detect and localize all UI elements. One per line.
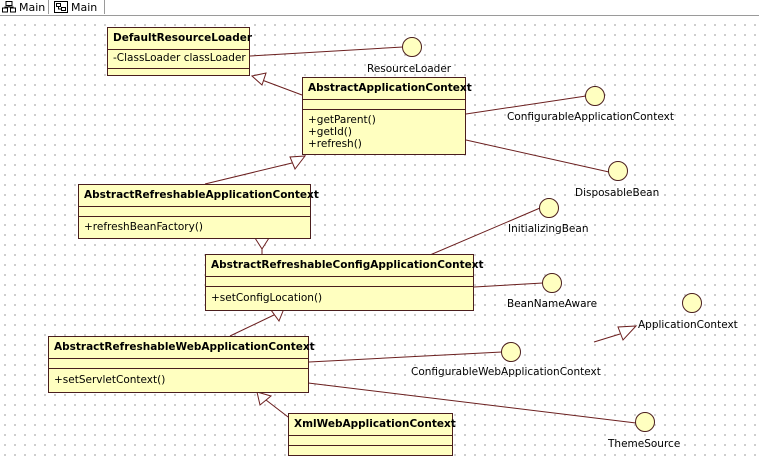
interface-label: ThemeSource [608, 438, 681, 450]
class-operations-empty [108, 69, 249, 75]
link-webcontext-configcontext [229, 313, 277, 337]
class-operations: +getParent() +getId() +refresh() [303, 110, 465, 154]
link-configcontext-beannameaware [473, 282, 544, 288]
diagram-tab-bar: Main Main [0, 0, 759, 16]
tab-label: Main [71, 0, 98, 14]
link-abstractapplicationcontext-defaultresourceloader [261, 79, 303, 96]
interface-label: InitializingBean [508, 223, 589, 235]
class-name: AbstractRefreshableApplicationContext [79, 185, 319, 207]
class-xml-web-application-context[interactable]: XmlWebApplicationContext [288, 413, 456, 456]
interface-initializing-bean-circle[interactable] [539, 198, 559, 218]
interface-disposable-bean-circle[interactable] [608, 161, 628, 181]
link-abstractapplicationcontext-disposablebean [465, 139, 610, 173]
interface-configurable-web-application-context-circle[interactable] [501, 342, 521, 362]
interface-resource-loader-circle[interactable] [402, 37, 422, 57]
class-operations: +refreshBeanFactory() [79, 217, 310, 238]
class-operations: +setServletContext() [49, 369, 308, 392]
class-attributes-empty [206, 277, 473, 287]
class-abstract-application-context[interactable]: AbstractApplicationContext +getParent() … [302, 77, 472, 155]
class-operation: +getId() [308, 126, 352, 138]
class-operations-empty [289, 446, 452, 455]
interface-label: ApplicationContext [638, 319, 738, 331]
interface-configurable-application-context-circle[interactable] [585, 86, 605, 106]
link-refreshablecontext-abstractapplicationcontext [204, 162, 293, 185]
link-stray-to-applicationcontext [593, 333, 621, 343]
class-attributes-empty [289, 436, 452, 446]
class-attributes-empty [49, 359, 308, 369]
class-default-resource-loader[interactable]: DefaultResourceLoader -ClassLoader class… [107, 27, 252, 76]
interface-theme-source-circle[interactable] [635, 412, 655, 432]
generalization-arrowhead [617, 325, 638, 341]
class-abstract-refreshable-config-application-context[interactable]: AbstractRefreshableConfigApplicationCont… [205, 254, 484, 311]
class-name: DefaultResourceLoader [108, 28, 252, 50]
link-webcontext-configurablewebapplicationcontext [308, 351, 503, 363]
generalization-arrowhead [254, 237, 270, 250]
class-abstract-refreshable-web-application-context[interactable]: AbstractRefreshableWebApplicationContext… [48, 336, 315, 393]
interface-application-context-circle[interactable] [682, 293, 702, 313]
class-operation: +getParent() [308, 114, 376, 126]
generalization-arrowhead [256, 391, 273, 406]
class-diagram-icon [54, 1, 68, 13]
interface-label: DisposableBean [575, 187, 660, 199]
interface-label: ResourceLoader [367, 63, 452, 75]
interface-label: ConfigurableApplicationContext [507, 111, 674, 123]
interface-label: BeanNameAware [507, 298, 598, 310]
class-name: AbstractApplicationContext [303, 78, 472, 100]
class-operations: +setConfigLocation() [206, 287, 473, 310]
link-webcontext-themesource [299, 381, 637, 424]
class-name: AbstractRefreshableWebApplicationContext [49, 337, 315, 359]
link-configcontext-initializingbean [429, 207, 541, 256]
interface-label: ConfigurableWebApplicationContext [411, 366, 601, 378]
class-attributes-empty [79, 207, 310, 217]
link-abstractapplicationcontext-configurableapplicationcontext [465, 95, 587, 115]
link-xmlcontext-webcontext [265, 399, 293, 421]
interface-bean-name-aware-circle[interactable] [542, 273, 562, 293]
class-operation: +refresh() [308, 138, 362, 150]
class-operation: +refreshBeanFactory() [84, 221, 204, 233]
class-diagram-icon [2, 1, 16, 13]
tab-label: Main [19, 0, 46, 14]
tab-main-1[interactable]: Main [0, 0, 49, 14]
class-attribute: -ClassLoader classLoader [108, 50, 249, 69]
class-operation: +setConfigLocation() [211, 292, 323, 304]
class-name: XmlWebApplicationContext [289, 414, 456, 436]
class-attributes-empty [303, 100, 465, 110]
generalization-arrowhead [250, 72, 267, 86]
class-abstract-refreshable-application-context[interactable]: AbstractRefreshableApplicationContext +r… [78, 184, 319, 239]
link-defaultresourceloader-resourceloader [249, 46, 404, 57]
class-name: AbstractRefreshableConfigApplicationCont… [206, 255, 484, 277]
tab-main-2[interactable]: Main [52, 0, 105, 14]
class-operation: +setServletContext() [54, 374, 166, 386]
generalization-arrowhead [289, 155, 307, 170]
